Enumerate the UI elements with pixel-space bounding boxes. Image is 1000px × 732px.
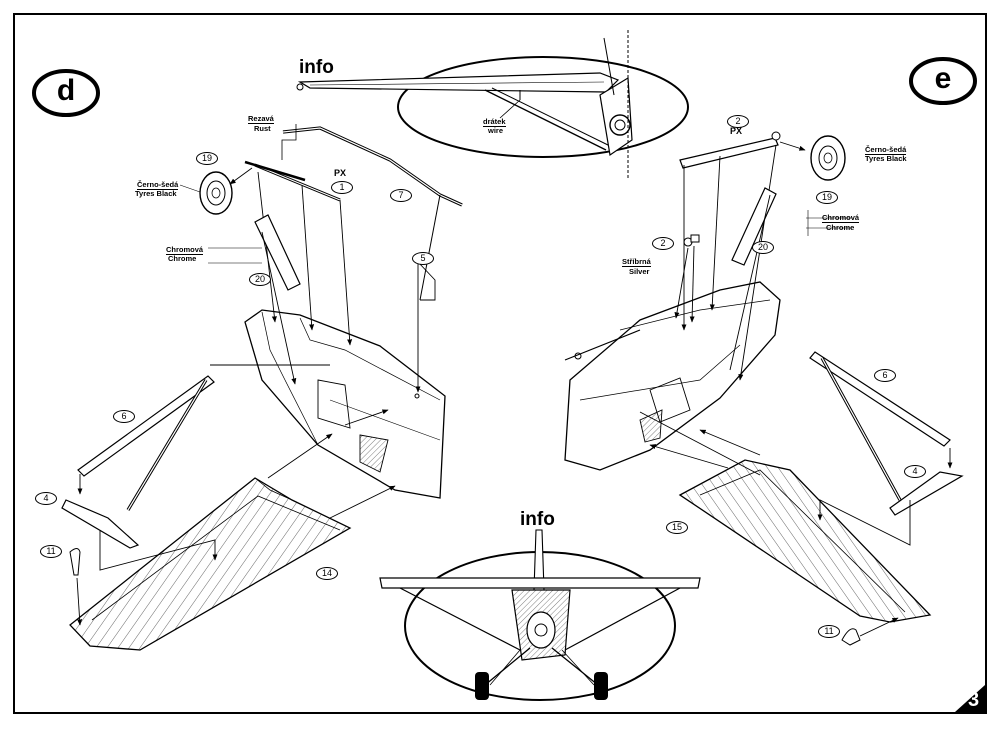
tyre-right	[810, 135, 846, 181]
px-right-label: PX	[730, 126, 743, 136]
part-2-mid-right: 2	[652, 237, 674, 250]
left-assembly	[61, 124, 463, 651]
info-bottom-detail	[379, 529, 701, 701]
tyres-left-en: Tyres Black	[135, 189, 177, 198]
silver-fitting	[683, 234, 700, 247]
info-bottom-label: info	[520, 509, 555, 530]
part-19-right: 19	[816, 191, 838, 204]
part-2-top-right: 2	[727, 115, 749, 128]
tyres-left-cz: Černo-šedá	[137, 180, 179, 190]
part-6-right: 6	[874, 369, 896, 382]
px-left-label: PX	[334, 168, 347, 178]
part-11-right: 11	[818, 625, 840, 638]
step-d-label: d	[56, 74, 76, 107]
wing-left	[69, 477, 352, 651]
tyre-left	[199, 171, 233, 215]
part-1-left: 1	[331, 181, 353, 194]
fuselage-left	[244, 309, 446, 499]
part-20-left: 20	[249, 273, 271, 286]
fuselage-right	[564, 281, 781, 471]
wing-right	[678, 459, 932, 623]
chrome-right-en: Chrome	[826, 223, 855, 232]
part-5-left: 5	[412, 252, 434, 265]
info-top-label: info	[299, 57, 334, 78]
wheel-left-front	[475, 672, 489, 700]
part-14-left: 14	[316, 567, 338, 580]
step-e-label: e	[934, 62, 952, 95]
info-top-detail	[296, 30, 689, 180]
page-number: 3	[968, 689, 980, 711]
part-15-right: 15	[666, 521, 688, 534]
chrome-right-cz: Chromová	[822, 213, 860, 223]
part-19-left: 19	[196, 152, 218, 165]
silver-label-en: Silver	[629, 267, 650, 276]
rust-label-en: Rust	[254, 124, 271, 133]
page-number-tab	[955, 685, 985, 712]
part-20-right: 20	[752, 241, 774, 254]
wheel-right-front	[594, 672, 608, 700]
wire-label-en: wire	[488, 126, 504, 135]
chrome-left-cz: Chromová	[166, 245, 204, 255]
part-4-right: 4	[904, 465, 926, 478]
step-d-badge	[32, 69, 100, 117]
part-6-left: 6	[113, 410, 135, 423]
rust-label-cz: Rezavá	[248, 114, 274, 124]
silver-label-cz: Stříbrná	[622, 257, 651, 267]
step-e-badge	[909, 57, 977, 105]
right-assembly	[564, 131, 964, 646]
wire-label-cz: drátek	[483, 117, 506, 127]
part-7-left: 7	[390, 189, 412, 202]
part-11-left: 11	[40, 545, 62, 558]
part-4-left: 4	[35, 492, 57, 505]
page-frame	[13, 13, 987, 714]
tyres-right-en: Tyres Black	[865, 154, 907, 163]
tyres-right-cz: Černo-šedá	[865, 145, 907, 155]
chrome-left-en: Chrome	[168, 254, 197, 263]
